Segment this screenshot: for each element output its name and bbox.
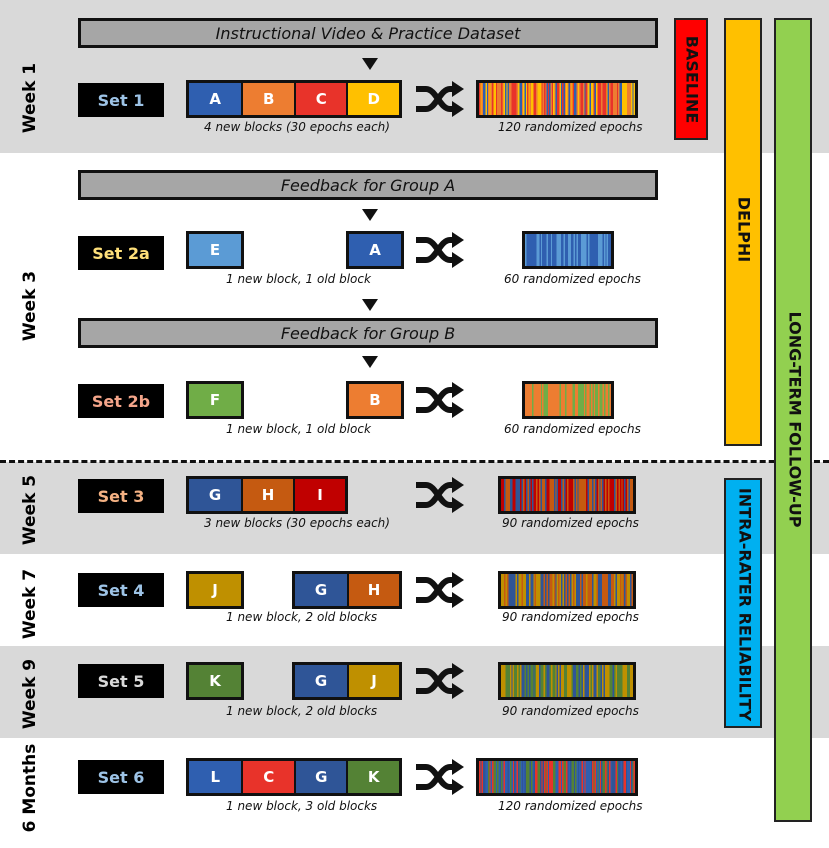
delphi-label: DELPHI [734,196,754,263]
set-5-blocks-caption: 1 new block, 2 old blocks [226,704,378,718]
set-5-new-block: K [186,662,244,700]
down-arrow-icon [362,356,378,368]
set-4-old-blocks: G H [292,571,402,609]
set-2a-new-block: E [186,231,244,269]
block-i: I [292,479,346,511]
block-j: J [189,574,241,606]
block-g: G [293,761,347,793]
down-arrow-icon [362,299,378,311]
feedback-a-banner: Feedback for Group A [78,170,658,200]
instructional-text: Instructional Video & Practice Dataset [215,23,521,43]
set-2a-label: Set 2a [78,236,164,270]
week-label-3: Week 3 [20,270,40,342]
block-b: B [349,384,401,416]
set-4-epochs-strip [498,571,636,609]
block-c: C [241,761,294,793]
set-2b-blocks-caption: 1 new block, 1 old block [226,422,371,436]
set-3-label: Set 3 [78,479,164,513]
set-2a-text: Set 2a [92,243,150,263]
feedback-b-text: Feedback for Group B [280,323,456,343]
set-5-epochs-strip [498,662,636,700]
block-g: G [295,574,347,606]
set-6-text: Set 6 [97,767,145,787]
week-label-7: Week 7 [20,568,40,640]
set-5-old-blocks: G J [292,662,402,700]
set-2a-epochs-strip [522,231,614,269]
set-2a-epochs-caption: 60 randomized epochs [504,272,641,286]
set-1-blocks: A B C D [186,80,402,118]
block-g: G [189,479,241,511]
set-2b-epochs-strip [522,381,614,419]
set-6-label: Set 6 [78,760,164,794]
set-3-epochs-strip [498,476,636,514]
block-a: A [189,83,242,115]
baseline-label: BASELINE [682,35,702,124]
shuffle-icon [416,232,464,268]
intra-rater-label: INTRA-RATER RELIABILITY [735,487,755,722]
set-6-epochs-caption: 120 randomized epochs [498,799,643,813]
shuffle-icon [416,663,464,699]
set-5-epochs-caption: 90 randomized epochs [502,704,639,718]
set-6-blocks: L C G K [186,758,402,796]
set-1-blocks-caption: 4 new blocks (30 epochs each) [204,120,390,134]
phase-divider [0,460,829,463]
set-2b-old-block: B [346,381,404,419]
set-2b-new-block: F [186,381,244,419]
block-g: G [295,665,347,697]
set-5-text: Set 5 [97,671,145,691]
block-j: J [346,665,399,697]
shuffle-icon [416,759,464,795]
set-6-epochs-strip [476,758,638,796]
set-5-label: Set 5 [78,664,164,698]
instructional-banner: Instructional Video & Practice Dataset [78,18,658,48]
set-1-epochs-caption: 120 randomized epochs [498,120,643,134]
long-term-label: LONG-TERM FOLLOW-UP [785,311,805,528]
long-term-bar: LONG-TERM FOLLOW-UP [774,18,812,822]
set-4-epochs-caption: 90 randomized epochs [502,610,639,624]
set-2b-text: Set 2b [91,391,151,411]
set-1-text: Set 1 [97,90,145,110]
week-label-1: Week 1 [20,62,40,134]
block-h: H [240,479,293,511]
block-f: F [189,384,241,416]
set-4-text: Set 4 [97,580,145,600]
block-h: H [346,574,399,606]
down-arrow-icon [362,58,378,70]
week-label-5: Week 5 [20,474,40,546]
set-4-label: Set 4 [78,573,164,607]
feedback-a-text: Feedback for Group A [280,175,456,195]
months-label-6: 6 Months [20,743,40,833]
set-4-new-block: J [186,571,244,609]
set-2b-label: Set 2b [78,384,164,418]
set-2b-epochs-caption: 60 randomized epochs [504,422,641,436]
feedback-b-banner: Feedback for Group B [78,318,658,348]
block-b: B [241,83,294,115]
shuffle-icon [416,477,464,513]
block-c: C [293,83,347,115]
down-arrow-icon [362,209,378,221]
delphi-bar: DELPHI [724,18,762,446]
shuffle-icon [416,382,464,418]
set-3-blocks: G H I [186,476,348,514]
block-e: E [189,234,241,266]
set-3-text: Set 3 [97,486,145,506]
set-3-epochs-caption: 90 randomized epochs [502,516,639,530]
intra-rater-bar: INTRA-RATER RELIABILITY [724,478,762,728]
block-k: K [346,761,399,793]
shuffle-icon [416,81,464,117]
set-2a-old-block: A [346,231,404,269]
block-k: K [189,665,241,697]
block-d: D [346,83,399,115]
shuffle-icon [416,572,464,608]
set-4-blocks-caption: 1 new block, 2 old blocks [226,610,378,624]
set-6-blocks-caption: 1 new block, 3 old blocks [226,799,378,813]
set-1-epochs-strip [476,80,638,118]
block-l: L [189,761,242,793]
block-a: A [349,234,401,266]
set-2a-blocks-caption: 1 new block, 1 old block [226,272,371,286]
set-1-label: Set 1 [78,83,164,117]
baseline-bar: BASELINE [674,18,708,140]
set-3-blocks-caption: 3 new blocks (30 epochs each) [204,516,390,530]
